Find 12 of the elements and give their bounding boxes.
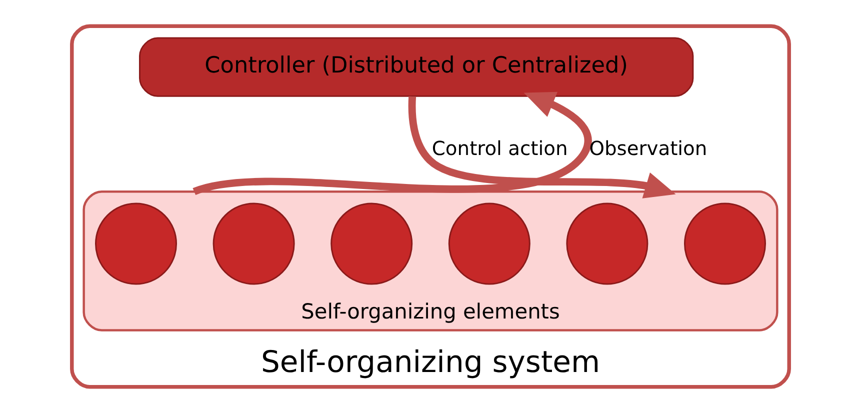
node-circle [330,202,413,285]
node-circle [95,202,178,285]
arrow [408,96,676,198]
node-circle [212,202,295,285]
node-circle [566,202,648,285]
edge-label: Control action [432,136,568,160]
arrow [193,92,592,196]
node-circle [448,202,530,285]
node-circle [684,202,766,285]
cluster: Self-organizing elements [82,190,778,332]
edge-label: Observation [589,136,708,160]
node-box: Controller (Distributed or Centralized) [139,37,694,97]
